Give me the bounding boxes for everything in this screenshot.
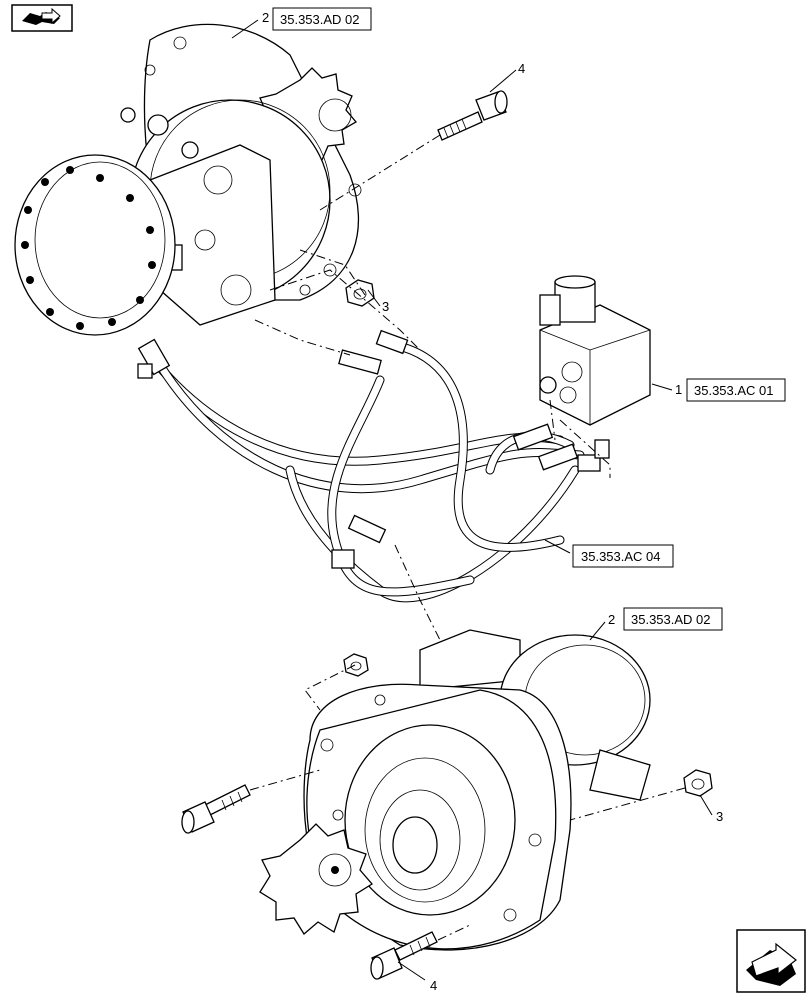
callout-1[interactable]: 1 35.353.AC 01 [675,378,786,402]
sprocket-bottom [259,823,373,935]
assembly-lines [249,134,686,941]
nut-bottom-upper [343,653,369,677]
drive-motor-top [14,23,362,336]
reference-label: 35.353.AD 02 [631,612,711,627]
callout-hoses[interactable]: 35.353.AC 04 [572,544,674,568]
valve-block [539,275,651,426]
leader-lines [231,19,713,981]
callout-2-bottom[interactable]: 2 35.353.AD 02 [608,607,723,631]
callout-number: 4 [518,61,525,76]
next-page-arrow-icon[interactable] [736,929,806,993]
drive-motor-bottom [259,629,651,951]
callout-number: 2 [262,10,269,25]
bolt-left [181,784,251,834]
book-arrow-icon[interactable] [11,4,73,32]
reference-label: 35.353.AC 04 [581,549,661,564]
hydraulic-hoses [137,329,610,603]
callout-3-top[interactable]: 3 [382,299,389,314]
callout-2-top[interactable]: 2 35.353.AD 02 [262,7,372,31]
callout-number: 1 [675,382,682,397]
callout-number: 3 [716,809,723,824]
callout-number: 2 [608,612,615,627]
nut-bottom [683,769,713,797]
bolt-bottom [370,931,438,980]
bolt-top [437,90,508,141]
callout-number: 4 [430,978,437,993]
callout-4-bottom[interactable]: 4 [430,978,437,993]
callout-number: 3 [382,299,389,314]
callout-3-bottom[interactable]: 3 [716,809,723,824]
callout-4-top[interactable]: 4 [518,61,525,76]
reference-label: 35.353.AC 01 [694,383,774,398]
reference-label: 35.353.AD 02 [280,12,360,27]
